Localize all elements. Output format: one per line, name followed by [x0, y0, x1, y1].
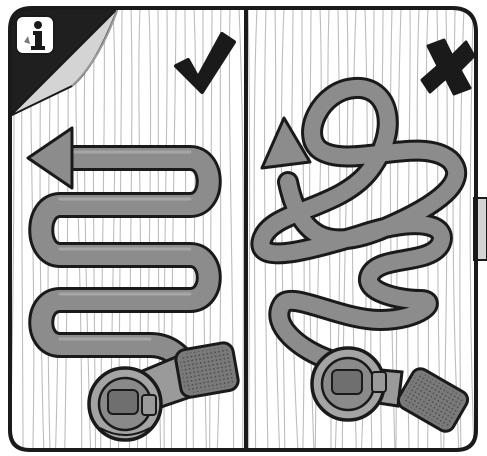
- panel-incorrect: [250, 38, 476, 433]
- info-person-icon: [15, 15, 55, 55]
- check-mark-icon: [174, 32, 236, 94]
- cross-mark-icon: [420, 38, 476, 96]
- vacuum-handheld-device: [310, 346, 470, 433]
- arrow-left-icon: [26, 126, 74, 190]
- wood-grain-line: [263, 8, 269, 450]
- corner-badge: [9, 7, 119, 117]
- wood-grain-line: [247, 8, 251, 450]
- vacuum-handheld-device: [87, 341, 240, 442]
- wood-grain-line: [253, 8, 258, 450]
- wood-grain-line: [238, 8, 244, 450]
- diagram-frame-outline: [8, 6, 478, 452]
- wood-grain-line: [274, 8, 281, 450]
- wood-grain-line: [407, 8, 411, 450]
- panel-correct: [26, 32, 240, 442]
- hose-serpentine: [28, 145, 223, 387]
- arrow-up-icon: [260, 116, 312, 170]
- hose-tangled: [250, 77, 467, 371]
